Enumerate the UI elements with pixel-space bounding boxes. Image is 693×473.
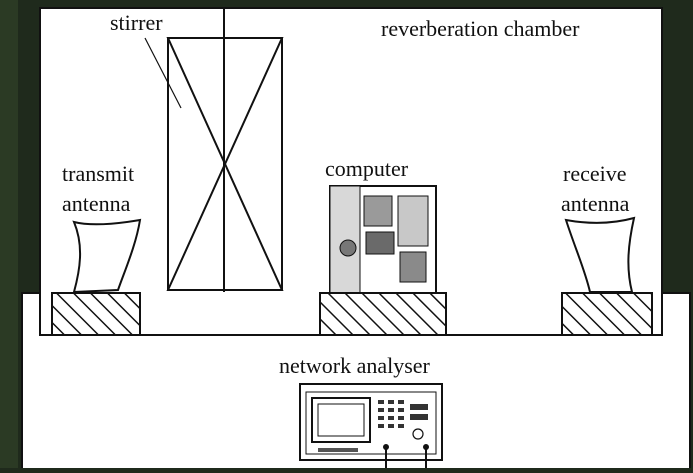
analyser-slot: [318, 448, 358, 452]
transmit-antenna-stand: [51, 292, 141, 336]
receive-antenna: [561, 216, 653, 336]
analyser-screen: [311, 397, 371, 443]
computer-stand: [319, 292, 447, 336]
receive-label-line1: receive: [563, 161, 627, 186]
computer-psu: [363, 195, 393, 227]
computer-side-panel: [329, 185, 361, 295]
transmit-antenna-horn: [72, 218, 142, 294]
analyser-front-panel: [305, 391, 437, 455]
computer: [319, 185, 447, 336]
transmit-label-line2: antenna: [62, 191, 131, 216]
computer-motherboard: [365, 231, 395, 255]
network-analyser: [299, 383, 443, 468]
analyser-keypad: [378, 400, 428, 428]
analyser-screen-inner: [317, 403, 365, 437]
computer-cards: [399, 251, 427, 283]
analyser-label: network analyser: [279, 353, 430, 378]
chamber-label: reverberation chamber: [381, 16, 580, 41]
receive-antenna-stand: [561, 292, 653, 336]
receive-antenna-horn: [564, 216, 636, 293]
stirrer-label: stirrer: [110, 10, 163, 35]
computer-label: computer: [325, 156, 409, 181]
transmit-label-line1: transmit: [62, 161, 135, 186]
stirrer: [144, 8, 284, 292]
computer-drive-bays: [397, 195, 429, 247]
backdrop-left-edge: [0, 0, 18, 468]
receive-label-line2: antenna: [561, 191, 630, 216]
computer-fan: [339, 239, 357, 257]
transmit-antenna: [51, 218, 142, 336]
stirrer-pointer-line: [144, 37, 182, 109]
analyser-knob: [412, 428, 424, 440]
